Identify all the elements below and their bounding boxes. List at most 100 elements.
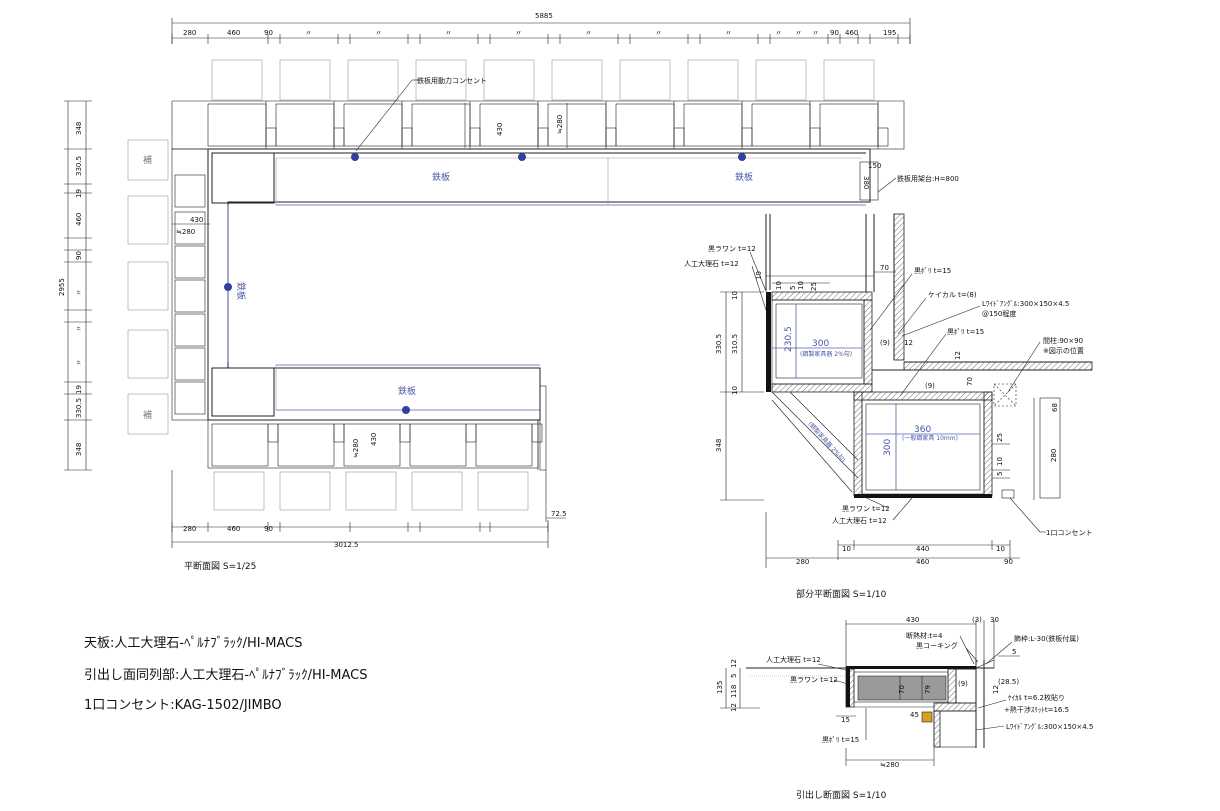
pp-b-dim-440: 440 xyxy=(916,545,929,553)
outlet-icon xyxy=(224,283,232,291)
pp-dim-5a: 5 xyxy=(789,286,797,290)
top-cabinet-box xyxy=(479,103,539,147)
top-cabinet-box xyxy=(819,103,879,147)
plan-iron-label-1: 鉄板 xyxy=(432,171,450,183)
pp-kuropori-a: 黒ﾎﾟﾘ t=15 xyxy=(914,267,951,275)
bottom-stool-box xyxy=(213,471,265,511)
top-cabinet-post xyxy=(605,127,617,147)
left-cabinet-box xyxy=(174,381,206,415)
plan-top-ticks xyxy=(171,34,911,44)
sec-dim-15: 15 xyxy=(841,716,850,724)
plan-iron-stand-label: 鉄板用架台:H=800 xyxy=(897,174,959,183)
pp-dim-70: 70 xyxy=(880,264,889,272)
plan-left-dim-label: 〃 xyxy=(75,289,83,296)
plan-left-dim-label: 460 xyxy=(75,213,83,226)
plan-power-outlet-label: 鉄板用動力コンセント xyxy=(417,76,487,85)
plan-ho-label-2: 補 xyxy=(143,409,152,421)
pp-dim-10a: 10 xyxy=(775,281,783,290)
bottom-cabinet-box xyxy=(409,423,467,467)
top-cabinet-post xyxy=(333,127,345,147)
bottom-cabinet-box xyxy=(475,423,533,467)
left-cabinet-box xyxy=(174,313,206,347)
plan-left-dim-label: 348 xyxy=(75,443,83,456)
plan-iron-label-3: 鉄板 xyxy=(398,385,416,397)
sec-dim-12b: 12 xyxy=(730,703,738,712)
pp-dim-19: 19 xyxy=(755,271,763,280)
plan-left-dim-label: 19 xyxy=(75,189,83,198)
sec-caulk: 黒コーキング xyxy=(916,641,958,650)
bottom-stool-box xyxy=(411,471,463,511)
plan-left-cabinets xyxy=(174,174,206,415)
pp-b-dim-10a: 10 xyxy=(842,545,851,553)
sec-dim-30: 30 xyxy=(990,616,999,624)
plan-dim-430-b: 430 xyxy=(190,216,203,224)
sec-dim-135: 135 xyxy=(716,681,724,694)
pp-l-angle: Lﾜｲﾄﾞｱﾝｸﾞﾙ:300×150×4.5 xyxy=(982,300,1069,308)
top-cabinet-post xyxy=(537,127,549,147)
plan-dim-150: 150 xyxy=(868,162,881,170)
plan-left-dim-label: 348 xyxy=(75,122,83,135)
plan-iron-label-2: 鉄板 xyxy=(735,171,753,183)
plan-bottom-stools xyxy=(213,471,529,511)
pp-marble-bot: 人工大理石 t=12 xyxy=(832,516,887,525)
pp-pitch: @150程度 xyxy=(982,309,1016,318)
top-stool-box xyxy=(279,59,331,101)
plan-left-dim-label: 19 xyxy=(75,385,83,394)
top-cabinet-post xyxy=(741,127,753,147)
plan-title: 平断面図 S=1/25 xyxy=(184,560,256,572)
pp-dim-360: 360 xyxy=(914,425,931,435)
top-cabinet-post xyxy=(809,127,821,147)
plan-bottom-dim-label: 280 xyxy=(183,525,196,533)
left-cabinet-box xyxy=(174,347,206,381)
plan-top-dim-label: 90 xyxy=(264,29,273,37)
sec-marble: 人工大理石 t=12 xyxy=(766,655,821,664)
sec-dim-45: 45 xyxy=(910,711,919,719)
pp-dim-10c: 10 xyxy=(731,291,739,300)
pp-marble-top: 人工大理石 t=12 xyxy=(684,259,739,268)
plan-top-dim-label: 〃 xyxy=(305,29,312,37)
top-stool-box xyxy=(687,59,739,101)
plan-left-dim-label: 90 xyxy=(75,251,83,260)
sec-dim-79: 79 xyxy=(924,685,932,694)
drawer-section-view: 430 (3) 30 70 79 (9) 45 135 12 xyxy=(716,616,1093,801)
top-cabinet-box xyxy=(411,103,471,147)
plan-bottom-ticks xyxy=(171,522,549,532)
pp-dim-9a: (9) xyxy=(880,339,890,347)
outlet-icon xyxy=(402,406,410,414)
left-cabinet-box xyxy=(174,211,206,245)
outlet-icon xyxy=(351,153,359,161)
partial-plan-view: 70 300 (鋼製家具器 2%勾) 230.5 19 10 5 10 25 3… xyxy=(684,213,1092,600)
sec-dim-5-r: 5 xyxy=(1012,648,1016,656)
section-title: 引出し断面図 S=1/10 xyxy=(796,789,887,801)
sec-dim-285: (28.5) xyxy=(998,678,1019,686)
top-cabinet-post xyxy=(265,127,277,147)
outlet-icon xyxy=(738,153,746,161)
pp-column-note: ※図示の位置 xyxy=(1043,346,1084,355)
pp-b-dim-460: 460 xyxy=(916,558,929,566)
plan-top-dim-label: 〃 xyxy=(655,29,662,37)
bottom-stool-box xyxy=(345,471,397,511)
top-cabinet-post xyxy=(469,127,481,147)
pp-dim-9b: (9) xyxy=(925,382,935,390)
plan-dim-430-a: 430 xyxy=(496,123,504,136)
sec-dim-280: ≒280 xyxy=(880,761,899,769)
plan-top-dim-label: 〃 xyxy=(812,29,819,37)
top-cabinet-box xyxy=(751,103,811,147)
bottom-stool-box xyxy=(279,471,331,511)
left-cabinet-box xyxy=(174,279,206,313)
pp-dim-348: 348 xyxy=(715,439,723,452)
pp-dim-300a: 300 xyxy=(812,339,829,349)
pp-dim-300b: 300 xyxy=(883,439,893,456)
plan-top-dim-label: 〃 xyxy=(725,29,732,37)
sec-l-angle: Lﾜｲﾄﾞｱﾝｸﾞﾙ:300×150×4.5 xyxy=(1006,723,1093,731)
top-stool-box xyxy=(755,59,807,101)
top-stool-box xyxy=(619,59,671,101)
plan-dim-280-b: ≒280 xyxy=(176,228,195,236)
top-cabinet-box xyxy=(275,103,335,147)
pp-dim-70b: 70 xyxy=(966,377,974,386)
plan-left-dim-label: 〃 xyxy=(75,359,83,366)
bottom-cabinet-post xyxy=(267,423,279,443)
top-stool-box xyxy=(551,59,603,101)
